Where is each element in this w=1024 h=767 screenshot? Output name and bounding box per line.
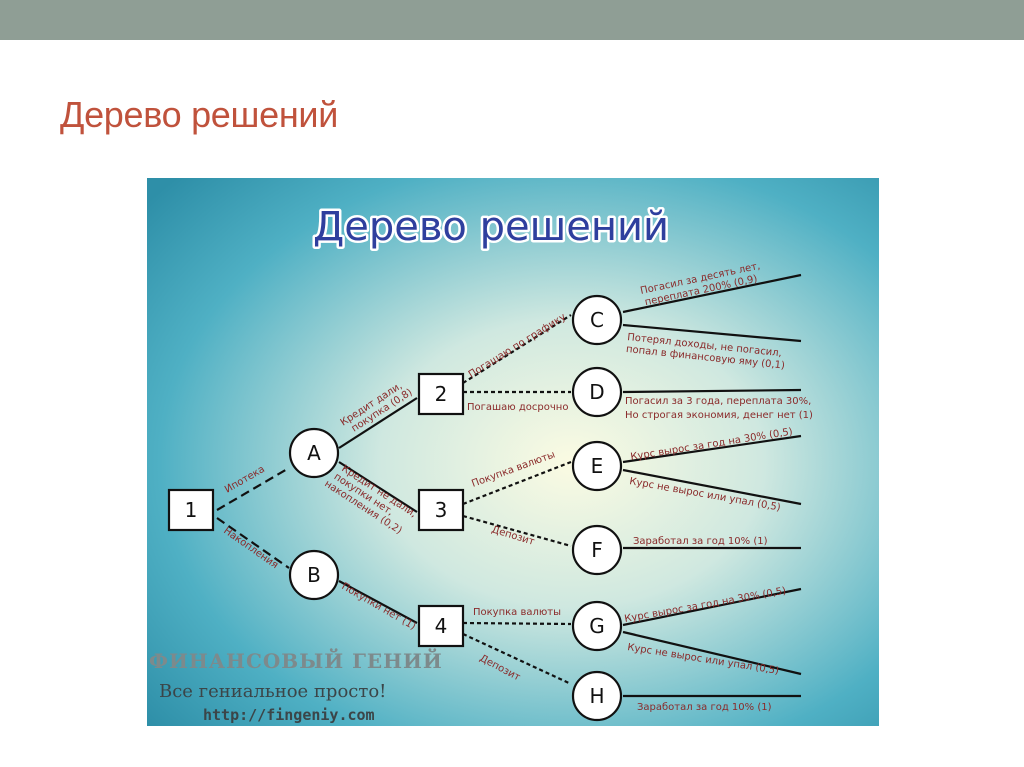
outcome-line-d1 <box>622 388 802 394</box>
outcome-line-c1 <box>622 273 802 314</box>
outcome-line-e1 <box>622 434 802 464</box>
node-C <box>571 294 623 346</box>
node-4 <box>417 604 465 648</box>
node-2 <box>417 372 465 416</box>
node-1 <box>167 488 215 532</box>
edge-1-B <box>216 517 290 569</box>
edge-A-2 <box>338 397 418 449</box>
outcome-d1-line1: Погасил за 3 года, переплата 30%, <box>625 396 811 407</box>
node-G-label: G <box>589 614 605 638</box>
top-bar <box>0 0 1024 40</box>
node-D-label: D <box>589 380 604 404</box>
edge-B-4 <box>338 580 418 624</box>
node-B-label: B <box>307 563 321 587</box>
edge-3-F <box>462 514 572 548</box>
node-G <box>571 600 623 652</box>
watermark-url: http://fingeniy.com <box>203 706 375 724</box>
node-A-label: A <box>307 441 321 465</box>
edge-label-pokupka-valyuty-4: Покупка валюты <box>473 607 561 618</box>
node-D <box>571 366 623 418</box>
node-4-label: 4 <box>435 614 448 638</box>
node-A <box>288 427 340 479</box>
node-H-label: H <box>589 684 604 708</box>
outcome-line-g1 <box>622 587 802 627</box>
outcome-f1: Заработал за год 10% (1) <box>633 536 768 547</box>
node-3-label: 3 <box>435 498 448 522</box>
figure-background <box>147 178 879 726</box>
node-3 <box>417 488 465 532</box>
watermark-brand: ФИНАНСОВЫЙ ГЕНИЙ <box>149 647 443 673</box>
outcome-h1: Заработал за год 10% (1) <box>637 702 772 713</box>
edge-3-E <box>462 460 572 506</box>
outcome-line-c2 <box>622 323 802 343</box>
edge-label-pogashayu-dosrochno: Погашаю досрочно <box>467 402 568 413</box>
node-F <box>571 524 623 576</box>
node-B <box>288 549 340 601</box>
node-E <box>571 440 623 492</box>
outcome-line-g2 <box>622 630 802 676</box>
decision-tree-figure: Дерево решений <box>147 178 879 726</box>
watermark-slogan: Все гениальное просто! <box>159 681 386 702</box>
outcome-line-e2 <box>622 468 802 506</box>
node-1-label: 1 <box>185 498 198 522</box>
figure-title: Дерево решений <box>313 204 669 250</box>
edge-2-C <box>462 314 572 384</box>
slide-title: Дерево решений <box>60 94 339 135</box>
node-2-label: 2 <box>435 382 448 406</box>
node-F-label: F <box>591 538 603 562</box>
edge-4-H <box>462 633 572 685</box>
node-H <box>571 670 623 722</box>
node-C-label: C <box>590 308 604 332</box>
edge-A-3 <box>338 461 418 513</box>
outcome-d1-line2: Но строгая экономия, денег нет (1) <box>625 410 813 421</box>
node-E-label: E <box>591 454 604 478</box>
